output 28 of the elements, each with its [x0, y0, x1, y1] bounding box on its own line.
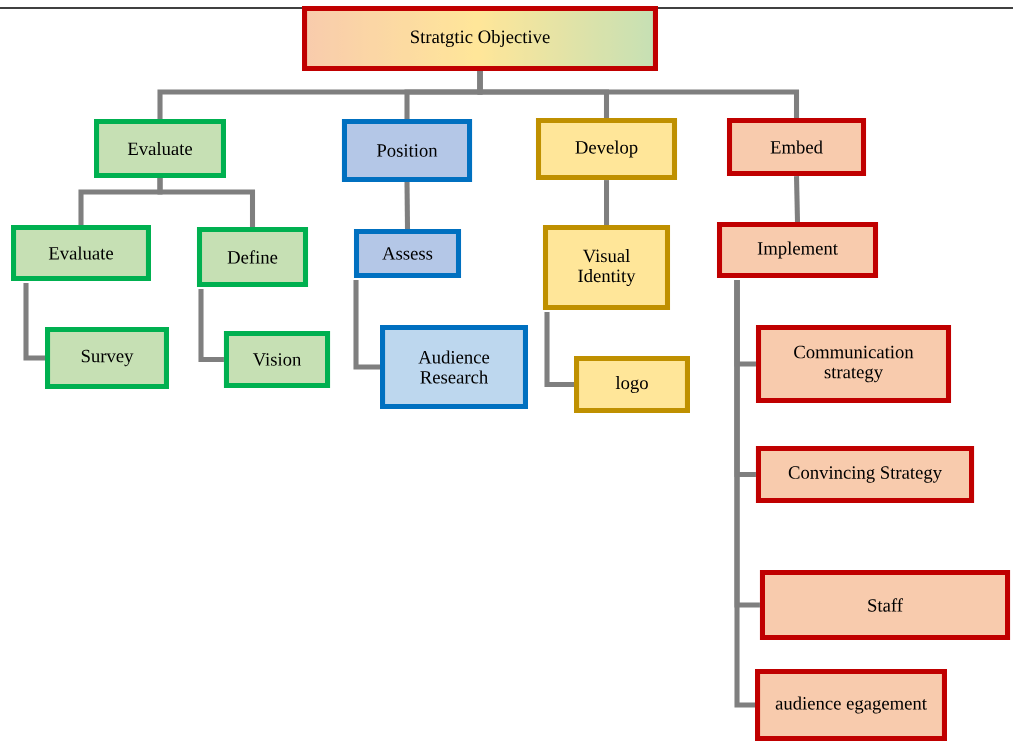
process-box: Position — [341, 118, 473, 183]
connector — [23, 283, 45, 361]
connector — [157, 178, 256, 227]
process-box: Develop — [535, 117, 678, 181]
process-box: Survey — [45, 326, 169, 390]
process-box: Staff — [759, 569, 1011, 641]
process-box: Audience Research — [380, 325, 528, 409]
objective-box: Stratgtic Objective — [302, 5, 658, 72]
connector — [544, 312, 574, 388]
connector — [734, 280, 755, 708]
process-box: Assess — [353, 228, 462, 279]
process-box: Evaluate — [94, 118, 226, 179]
process-box: Convincing Strategy — [755, 445, 975, 504]
process-box: logo — [574, 355, 690, 414]
connector — [477, 71, 800, 118]
process-box: Evaluate — [11, 225, 151, 281]
process-box: Communication strategy — [755, 324, 952, 404]
connector — [198, 289, 224, 363]
connector — [603, 180, 610, 225]
process-box: Implement — [716, 222, 879, 278]
connector — [353, 280, 380, 370]
connector — [793, 176, 801, 223]
process-box: Define — [196, 227, 309, 287]
process-box: Embed — [726, 117, 867, 177]
process-box: audience egagement — [755, 669, 947, 741]
process-box: Vision — [223, 330, 331, 389]
connector — [404, 182, 411, 229]
process-box: Visual Identity — [542, 224, 671, 311]
